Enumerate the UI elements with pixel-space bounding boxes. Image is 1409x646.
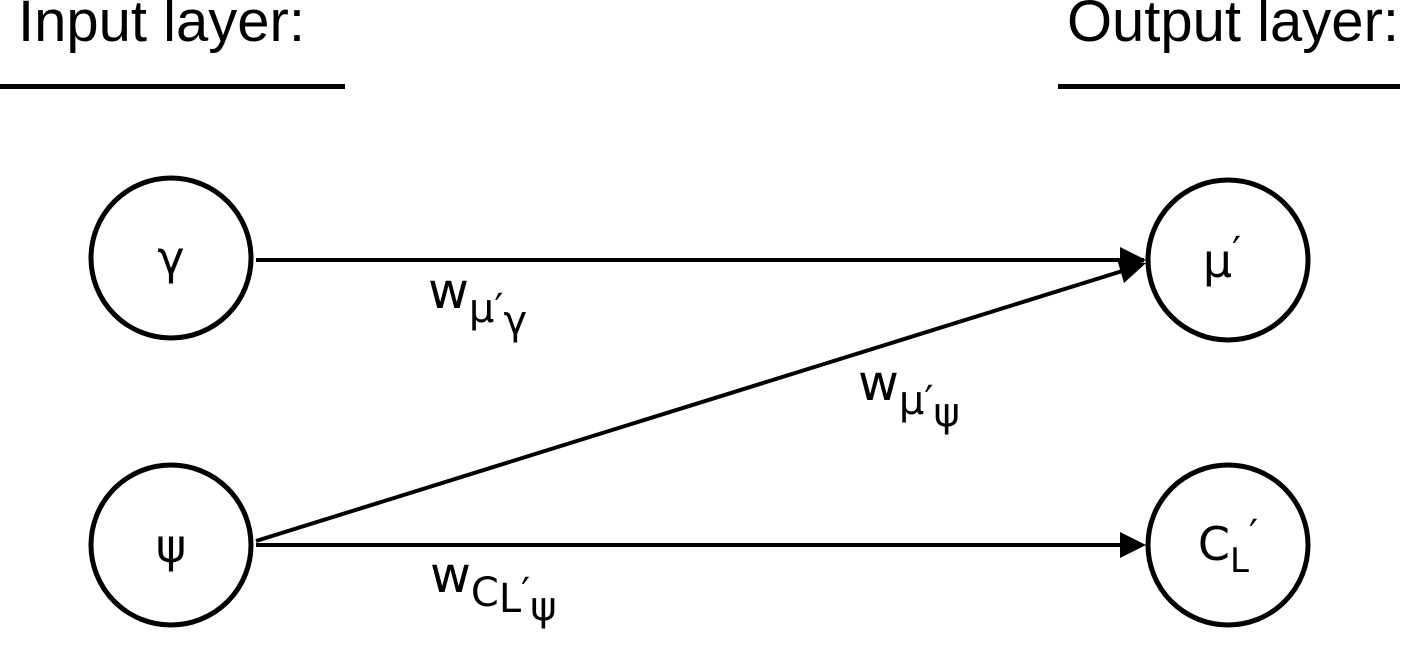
- weight-psi-cl-sub: C: [471, 570, 499, 616]
- output-layer-underline: [1058, 84, 1400, 89]
- arrowhead-psi-to-mu: [1117, 259, 1146, 283]
- node-cl-prime: CL′: [1145, 462, 1311, 628]
- input-layer-title: Input layer:: [18, 0, 305, 54]
- weight-psi-cl-sub-prime: ′: [521, 570, 530, 616]
- weight-label-psi-to-mu: wμ′ψ: [858, 354, 960, 436]
- weight-psi-mu-subsub: ψ: [933, 390, 959, 436]
- weight-psi-cl-sub-l: L: [499, 576, 522, 622]
- weight-psi-cl-w: w: [430, 546, 471, 604]
- node-psi-label: ψ: [156, 519, 186, 573]
- svg-text:μ′: μ′: [1203, 229, 1241, 288]
- arrowhead-psi-to-cl: [1120, 532, 1146, 558]
- node-mu-prime: μ′: [1145, 177, 1311, 343]
- weight-label-gamma-to-mu: wμ′γ: [428, 262, 527, 344]
- node-cl-prime-sub: L: [1230, 541, 1249, 581]
- input-layer-underline: [0, 84, 345, 89]
- output-layer-title: Output layer:: [1066, 0, 1399, 54]
- weight-label-psi-to-cl: wCL′ψ: [430, 546, 557, 630]
- weight-gamma-mu-subsub: γ: [503, 298, 527, 344]
- node-cl-prime-prime: ′: [1249, 512, 1258, 558]
- weight-psi-cl-subsub: ψ: [530, 584, 556, 630]
- svg-text:CL′: CL′: [1198, 512, 1258, 581]
- node-mu-prime-prime: ′: [1232, 229, 1241, 275]
- node-gamma: γ: [88, 175, 254, 341]
- weight-gamma-mu-sub: μ′: [469, 286, 504, 332]
- node-psi: ψ: [88, 462, 254, 628]
- edge-psi-to-mu: [255, 266, 1133, 543]
- node-mu-prime-label: μ: [1203, 234, 1232, 288]
- weight-gamma-mu-w: w: [428, 262, 469, 320]
- weight-psi-mu-sub: μ′: [899, 378, 934, 424]
- node-cl-prime-label: C: [1198, 517, 1230, 571]
- node-gamma-label: γ: [157, 231, 184, 285]
- weight-psi-mu-w: w: [858, 354, 899, 412]
